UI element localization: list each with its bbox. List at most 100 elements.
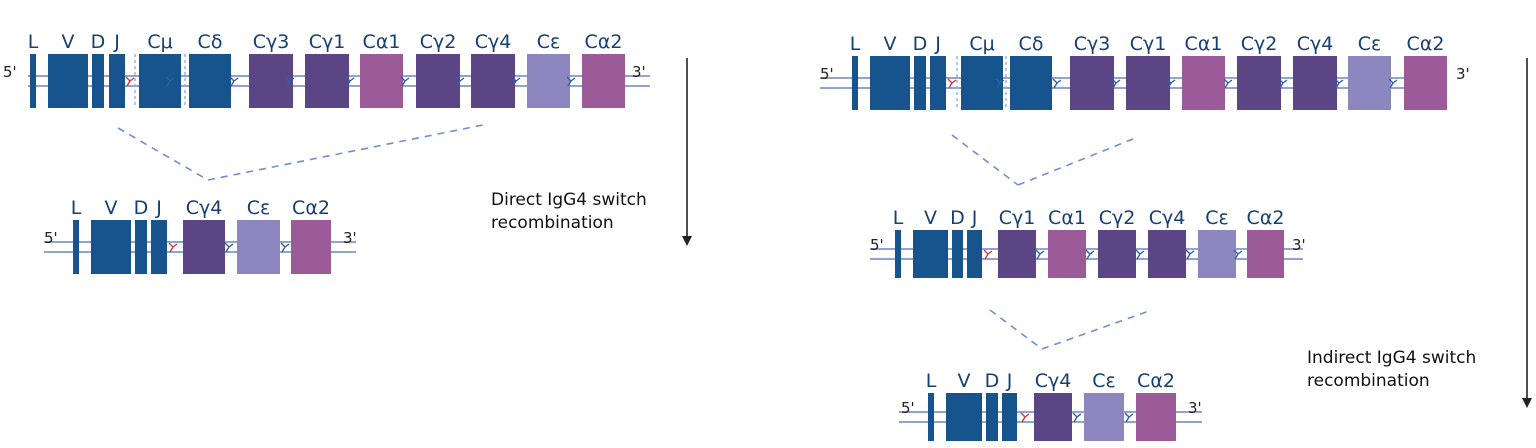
gene-segment-cgamma2 xyxy=(1098,230,1136,278)
gene-segment-d xyxy=(952,230,963,278)
segment-label-cgamma4: Cγ4 xyxy=(1035,370,1072,392)
gene-segment-d xyxy=(135,220,147,274)
switch-region-icon xyxy=(285,76,295,87)
gene-segment-l xyxy=(30,54,36,108)
segment-label-cgamma2: Cγ2 xyxy=(1099,207,1136,229)
gene-segment-v xyxy=(946,393,982,441)
gene-segment-cepsilon xyxy=(237,220,280,274)
gene-segment-v xyxy=(913,230,948,278)
switch-region-icon xyxy=(168,242,178,253)
five-prime-label: 5' xyxy=(901,399,915,417)
three-prime-label: 3' xyxy=(343,229,357,247)
gene-segment-cgamma3 xyxy=(1070,56,1114,110)
switch-region-icon xyxy=(280,242,290,253)
switch-region-icon xyxy=(1035,249,1045,260)
segment-label-cmu: Cμ xyxy=(969,33,994,55)
five-prime-label: 5' xyxy=(44,229,58,247)
segment-label-cgamma2: Cγ2 xyxy=(420,31,457,53)
segment-label-l: L xyxy=(850,33,861,55)
segment-label-d: D xyxy=(134,197,149,219)
gene-segment-calpha2 xyxy=(1247,230,1284,278)
gene-segment-j xyxy=(967,230,982,278)
segment-label-calpha2: Cα2 xyxy=(1137,370,1175,392)
deletion-guide-line xyxy=(1017,136,1139,186)
switch-region-icon xyxy=(224,242,234,253)
segment-label-cgamma4: Cγ4 xyxy=(475,31,512,53)
direct-switch-caption: Direct IgG4 switch recombination xyxy=(491,189,647,235)
gene-segment-cepsilon xyxy=(1084,393,1124,441)
deletion-guide-line xyxy=(117,127,209,181)
segment-label-cgamma1: Cγ1 xyxy=(999,207,1036,229)
gene-segment-calpha2 xyxy=(1136,393,1176,441)
segment-label-cdelta: Cδ xyxy=(1019,33,1044,55)
switch-region-icon xyxy=(1085,249,1095,260)
gene-segment-cgamma4 xyxy=(1034,393,1072,441)
gene-segment-calpha1 xyxy=(1048,230,1086,278)
switch-region-icon xyxy=(1111,78,1121,89)
gene-segment-l xyxy=(73,220,79,274)
gene-segment-cdelta xyxy=(189,54,231,108)
segment-label-l: L xyxy=(71,197,82,219)
switch-region-icon xyxy=(1223,78,1233,89)
segment-label-calpha1: Cα1 xyxy=(363,31,401,53)
switch-region-icon xyxy=(511,76,521,87)
segment-label-cdelta: Cδ xyxy=(198,31,223,53)
segment-label-calpha2: Cα2 xyxy=(1407,33,1445,55)
process-arrows xyxy=(682,58,1532,408)
segment-label-calpha2: Cα2 xyxy=(1247,207,1285,229)
segment-label-v: V xyxy=(958,370,971,392)
deletion-guide-line xyxy=(1041,309,1153,350)
segment-label-j: J xyxy=(934,33,941,55)
segment-label-cepsilon: Cε xyxy=(247,197,271,219)
gene-segment-j xyxy=(1002,393,1017,441)
segment-label-j: J xyxy=(155,197,162,219)
segment-label-cgamma1: Cγ1 xyxy=(1130,33,1167,55)
segment-label-cgamma1: Cγ1 xyxy=(309,31,346,53)
segment-label-j: J xyxy=(971,207,978,229)
gene-segment-l xyxy=(928,393,934,441)
segment-label-calpha2: Cα2 xyxy=(585,31,623,53)
switch-region-icon xyxy=(165,76,175,87)
three-prime-label: 3' xyxy=(632,63,646,81)
indirect-switch-caption: Indirect IgG4 switch recombination xyxy=(1307,347,1476,393)
indirect-caption-line-1: Indirect IgG4 switch xyxy=(1307,348,1477,368)
switch-region-icon xyxy=(1185,249,1195,260)
segment-label-d: D xyxy=(950,207,965,229)
arrow-down-icon xyxy=(1522,58,1532,408)
switch-region-icon xyxy=(566,76,576,87)
deletion-guide-line xyxy=(989,309,1043,350)
gene-segment-cepsilon xyxy=(527,54,570,108)
gene-segment-cepsilon xyxy=(1348,56,1391,110)
five-prime-label: 5' xyxy=(820,65,834,83)
gene-segment-d xyxy=(914,56,926,110)
segment-label-v: V xyxy=(105,197,118,219)
segment-label-j: J xyxy=(1006,370,1013,392)
gene-segment-cgamma4 xyxy=(1148,230,1186,278)
gene-segment-cgamma2 xyxy=(416,54,460,108)
direct-caption-line-2: recombination xyxy=(491,213,614,233)
gene-segment-v xyxy=(48,54,88,108)
segment-label-d: D xyxy=(91,31,106,53)
segment-label-l: L xyxy=(926,370,937,392)
indirect-caption-line-2: recombination xyxy=(1307,371,1430,391)
gene-segment-l xyxy=(852,56,858,110)
segment-label-d: D xyxy=(985,370,1000,392)
gene-segment-cgamma4 xyxy=(183,220,225,274)
switch-region-icon xyxy=(995,78,1005,89)
switch-region-icon xyxy=(1072,412,1082,423)
gene-segment-v xyxy=(91,220,131,274)
deletion-guide-line xyxy=(207,123,489,181)
gene-segment-cdelta xyxy=(1010,56,1052,110)
segment-label-cgamma4: Cγ4 xyxy=(1149,207,1186,229)
switch-region-icon xyxy=(1233,249,1243,260)
deletion-guides xyxy=(117,123,1153,350)
switch-region-icon xyxy=(455,76,465,87)
switch-region-icon xyxy=(983,249,993,260)
switch-region-icon xyxy=(1166,78,1176,89)
three-prime-label: 3' xyxy=(1188,399,1202,417)
segment-label-d: D xyxy=(913,33,928,55)
